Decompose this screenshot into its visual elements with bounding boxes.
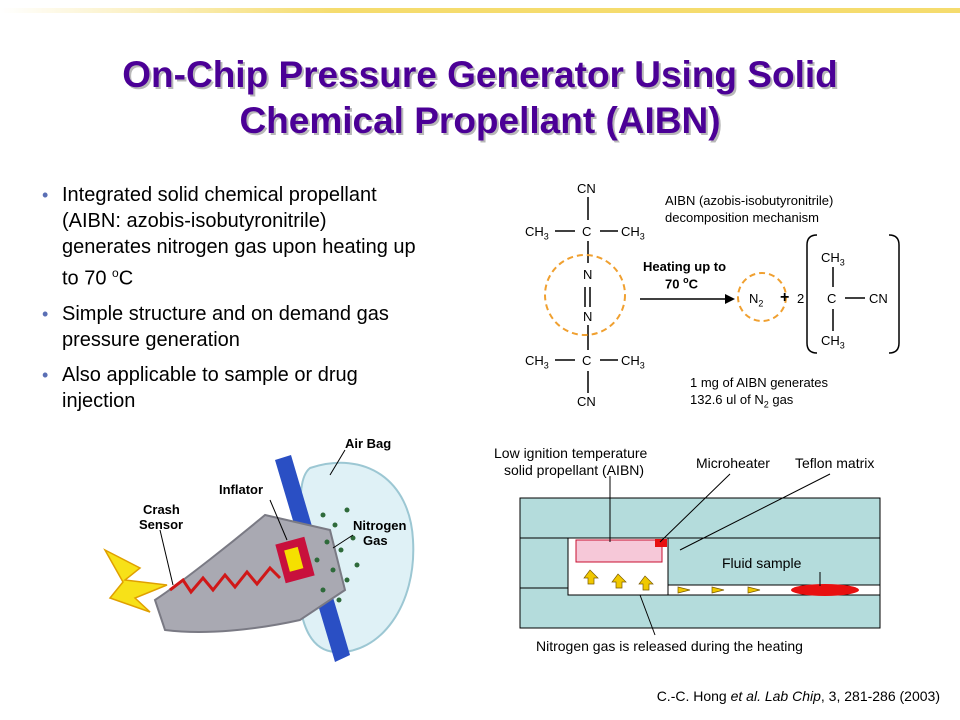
product-ch3-bottom: CH3 bbox=[821, 333, 845, 351]
label-gas-line-1: Nitrogen bbox=[353, 518, 407, 533]
ch3-top-left: CH3 bbox=[525, 224, 549, 242]
label-inflator: Inflator bbox=[219, 482, 263, 497]
chip-drawing bbox=[519, 473, 881, 636]
top-decorative-bar bbox=[0, 8, 960, 13]
label-crash-line-1: Crash bbox=[143, 502, 180, 517]
label-fluid-sample: Fluid sample bbox=[722, 555, 802, 571]
propellant-layer bbox=[575, 539, 663, 563]
bullet-dot: • bbox=[42, 303, 49, 324]
nitrogen-2: N bbox=[583, 309, 593, 324]
yield-line-2: 132.6 ul of N2 gas bbox=[690, 392, 794, 410]
bullet-dot: • bbox=[42, 185, 49, 205]
arrow-label-line-2: 70 oC bbox=[665, 275, 698, 292]
yield-line-1: 1 mg of AIBN generates bbox=[690, 375, 829, 390]
igniter-wire bbox=[169, 565, 282, 595]
chip-cross-section: Low ignition temperature solid propellan… bbox=[490, 440, 910, 665]
plus-sign: + bbox=[780, 289, 790, 306]
nitrogen-1: N bbox=[583, 267, 593, 282]
crash-sensor-lightning bbox=[103, 548, 168, 613]
citation: C.-C. Hong et al. Lab Chip, 3, 281-286 (… bbox=[656, 688, 940, 704]
bullet-list: • Integrated solid chemical propellant (… bbox=[38, 182, 498, 423]
aibn-reaction-diagram: CN CH3 C CH3 N N CH3 C CH3 CN AIBN (azob… bbox=[505, 175, 925, 420]
fluid-channel bbox=[667, 584, 881, 596]
product-carbon: C bbox=[827, 291, 837, 306]
microheater bbox=[655, 539, 667, 547]
cn-top: CN bbox=[577, 181, 596, 196]
reaction-lines bbox=[544, 197, 900, 393]
fluid-sample bbox=[791, 584, 859, 596]
bullet-item-3: • Also applicable to sample or drug inje… bbox=[42, 363, 358, 412]
bullet-item-1: • Integrated solid chemical propellant (… bbox=[42, 184, 416, 290]
ch3-top-right: CH3 bbox=[621, 224, 645, 242]
label-teflon: Teflon matrix bbox=[795, 455, 875, 471]
label-propellant-line-1: Low ignition temperature bbox=[494, 445, 648, 461]
title-line-2: Chemical Propellant (AIBN) bbox=[239, 100, 721, 141]
carbon-bottom: C bbox=[582, 353, 592, 368]
bullet-dot: • bbox=[42, 364, 49, 385]
ch3-bottom-left: CH3 bbox=[525, 353, 549, 371]
label-microheater: Microheater bbox=[696, 455, 770, 471]
arrow-label-line-1: Heating up to bbox=[643, 259, 727, 274]
label-gas-release: Nitrogen gas is released during the heat… bbox=[536, 638, 803, 654]
label-propellant-line-2: solid propellant (AIBN) bbox=[504, 462, 645, 478]
airbag-illustration: Air Bag Inflator Crash Sensor Nitrogen G… bbox=[103, 436, 415, 662]
label-gas-line-2: Gas bbox=[363, 533, 388, 548]
highlight-circle-n2 bbox=[737, 272, 787, 322]
ch3-bottom-right: CH3 bbox=[621, 353, 645, 371]
n2-product: N2 bbox=[749, 291, 764, 309]
coefficient: 2 bbox=[797, 291, 805, 306]
highlight-circle-azo bbox=[544, 254, 626, 336]
caption-line-2: decomposition mechanism bbox=[665, 210, 819, 225]
caption-line-1: AIBN (azobis-isobutyronitrile) bbox=[665, 193, 834, 208]
product-cn: CN bbox=[869, 291, 888, 306]
slide-title: On-Chip Pressure Generator Using Solid C… bbox=[20, 52, 940, 144]
carbon-top: C bbox=[582, 224, 592, 239]
nitrogen-gas-dots bbox=[314, 507, 360, 603]
label-air-bag: Air Bag bbox=[345, 436, 391, 451]
title-line-1: On-Chip Pressure Generator Using Solid bbox=[122, 54, 838, 95]
label-crash-line-2: Sensor bbox=[139, 517, 183, 532]
gas-arrows bbox=[583, 569, 761, 594]
bullet-item-2: • Simple structure and on demand gas pre… bbox=[42, 302, 389, 351]
cn-bottom: CN bbox=[577, 394, 596, 409]
product-ch3-top: CH3 bbox=[821, 250, 845, 268]
